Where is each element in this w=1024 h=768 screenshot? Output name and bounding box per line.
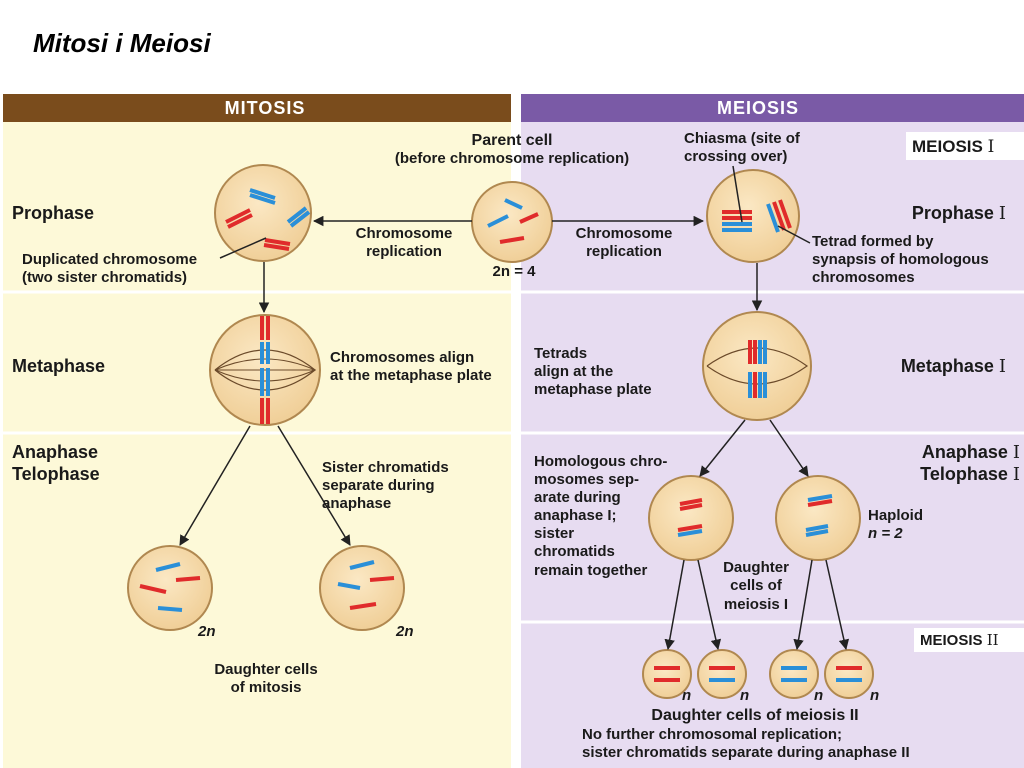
dup-chrom-label-1: Duplicated chromosome [22, 251, 197, 268]
align-label-2: at the metaphase plate [330, 367, 492, 384]
meiosis1-tag-label: MEIOSIS I [912, 137, 994, 157]
chrom-rep-left-1: Chromosome [356, 225, 453, 242]
stage-anaphase: Anaphase [12, 442, 98, 462]
sister-sep-label-1: Sister chromatids [322, 459, 449, 476]
n-labels: n n n n [682, 687, 879, 704]
svg-text:Homologous chro-: Homologous chro- [534, 453, 667, 470]
tetrads-label-2: align at the [534, 363, 613, 380]
daughter-meiosis2-label: Daughter cells of meiosis II [651, 707, 858, 724]
tetrad-label-2: synapsis of homologous [812, 251, 989, 268]
tetrad-label-3: chromosomes [812, 269, 915, 286]
tetrads-label-3: metaphase plate [534, 381, 652, 398]
daughter-meiosis1-2: cells of [730, 577, 783, 594]
svg-text:anaphase I;: anaphase I; [534, 507, 617, 524]
stage-telophase-1: Telophase I [920, 464, 1020, 485]
svg-text:arate during: arate during [534, 489, 621, 506]
meiosis1-daughter-cell-right [775, 475, 861, 561]
svg-text:remain together: remain together [534, 562, 648, 579]
align-label-1: Chromosomes align [330, 349, 474, 366]
stage-telophase: Telophase [12, 464, 100, 484]
two-n-right: 2n [395, 623, 414, 640]
svg-text:n: n [814, 687, 823, 704]
stage-prophase-1: Prophase I [912, 203, 1006, 224]
stage-prophase: Prophase [12, 203, 94, 223]
chrom-rep-right-1: Chromosome [576, 225, 673, 242]
sister-sep-label-3: anaphase [322, 495, 391, 512]
daughter-mitosis-2: of mitosis [231, 679, 302, 696]
mitosis-header [3, 94, 511, 122]
svg-text:n: n [870, 687, 879, 704]
parent-cell-sublabel: (before chromosome replication) [395, 150, 629, 167]
parent-cell [471, 181, 553, 263]
svg-text:chromatids: chromatids [534, 543, 615, 560]
svg-text:n: n [740, 687, 749, 704]
tetrads-label-1: Tetrads [534, 345, 587, 362]
daughter-mitosis-1: Daughter cells [214, 661, 317, 678]
meiosis-metaphase1-cell [702, 311, 812, 421]
mitosis-prophase-cell [214, 164, 312, 262]
parent-cell-label: Parent cell [472, 132, 553, 149]
homologous-label: Homologous chro- mosomes sep- arate duri… [534, 453, 667, 579]
chiasma-label-1: Chiasma (site of [684, 130, 801, 147]
meiosis2-daughter-cells [642, 649, 874, 699]
two-n-left: 2n [197, 623, 216, 640]
no-further-2: sister chromatids separate during anapha… [582, 744, 910, 761]
daughter-meiosis1-3: meiosis I [724, 596, 788, 613]
meiosis1-tag [906, 132, 1024, 160]
chrom-rep-right-2: replication [586, 243, 662, 260]
svg-text:mosomes sep-: mosomes sep- [534, 471, 639, 488]
row-dividers [3, 290, 1024, 624]
dup-chrom-label-2: (two sister chromatids) [22, 269, 187, 286]
haploid-n-label: n = 2 [868, 525, 903, 542]
mitosis-daughter-cell-left [127, 545, 213, 631]
mitosis-daughter-cell-right [319, 545, 405, 631]
svg-text:n: n [682, 687, 691, 704]
meiosis1-daughter-cell-left [648, 475, 734, 561]
page-title: Mitosi i Meiosi [33, 28, 211, 58]
tetrad-label-1: Tetrad formed by [812, 233, 934, 250]
svg-text:sister: sister [534, 525, 574, 542]
meiosis-header-label: MEIOSIS [717, 98, 799, 118]
two-n-eq-4: 2n = 4 [493, 263, 537, 280]
meiosis-prophase1-cell [706, 169, 800, 263]
no-further-1: No further chromosomal replication; [582, 726, 842, 743]
meiosis-header [521, 94, 1024, 122]
sister-sep-label-2: separate during [322, 477, 435, 494]
chiasma-label-2: crossing over) [684, 148, 787, 165]
mitosis-header-label: MITOSIS [225, 98, 306, 118]
meiosis2-tag-label: MEIOSIS II [920, 631, 999, 649]
mitosis-metaphase-cell [209, 314, 321, 426]
meiosis2-tag [914, 628, 1024, 652]
haploid-label: Haploid [868, 507, 923, 524]
chrom-rep-left-2: replication [366, 243, 442, 260]
stage-anaphase-1: Anaphase I [922, 442, 1020, 463]
stage-metaphase-1: Metaphase I [901, 356, 1006, 377]
flow-arrows [179, 165, 850, 651]
stage-metaphase: Metaphase [12, 356, 105, 376]
daughter-meiosis1-1: Daughter [723, 559, 789, 576]
